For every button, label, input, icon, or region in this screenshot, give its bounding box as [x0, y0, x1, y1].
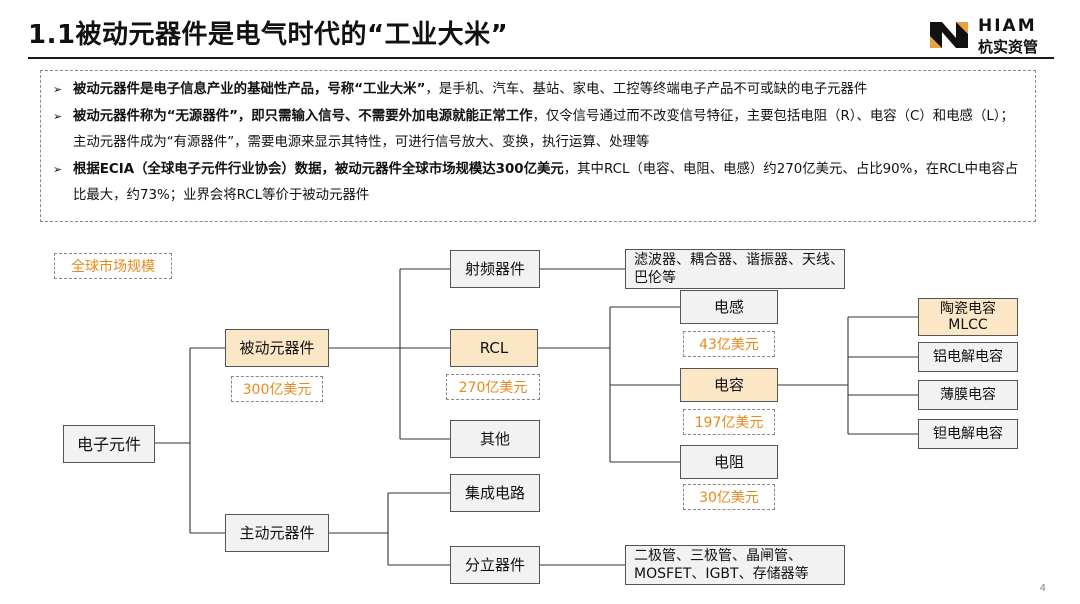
- bullet-1-text: ，是手机、汽车、基站、家电、工控等终端电子产品不可或缺的电子元器件: [425, 82, 868, 97]
- page-title: 1.1被动元器件是电气时代的“工业大米”: [28, 20, 509, 50]
- bullet-3-text: ，其中RCL（电容、电阻、电感）约270亿美元、占比90%，在RCL中电容占比最…: [73, 161, 1019, 204]
- bullet-2-bold: 被动元器件称为“无源器件”，即只需输入信号、不需要外加电源就能正常工作: [73, 108, 533, 124]
- value-capacitor: 197亿美元: [683, 409, 775, 435]
- bullet-1: ➢ 被动元器件是电子信息产业的基础性产品，号称“工业大米”，是手机、汽车、基站、家…: [51, 77, 1025, 104]
- node-rf-devices: 射频器件: [450, 250, 540, 288]
- value-passive: 300亿美元: [231, 376, 323, 402]
- company-logo: HIAM 杭实资管: [930, 16, 1060, 56]
- node-discrete-devices: 分立器件: [450, 546, 540, 584]
- page-number: 4: [1039, 583, 1046, 594]
- logo-text-en: HIAM: [978, 16, 1037, 36]
- node-mlcc: 陶瓷电容MLCC: [918, 298, 1018, 336]
- node-rcl: RCL: [450, 329, 538, 367]
- mlcc-label: 陶瓷电容MLCC: [940, 301, 996, 333]
- node-electronic-components: 电子元件: [63, 425, 155, 463]
- node-film-capacitor: 薄膜电容: [918, 380, 1018, 410]
- node-rf-items: 滤波器、耦合器、谐振器、天线、巴伦等: [625, 249, 845, 289]
- bullet-2: ➢ 被动元器件称为“无源器件”，即只需输入信号、不需要外加电源就能正常工作，仅令信…: [51, 104, 1025, 157]
- value-rcl: 270亿美元: [446, 374, 540, 400]
- node-aluminum-capacitor: 铝电解电容: [918, 342, 1018, 372]
- bullet-2-text: ，仅令信号通过而不改变信号特征，主要包括电阻（R）、电容（C）和电感（L）；主动…: [73, 108, 1014, 151]
- node-inductor: 电感: [680, 290, 778, 324]
- value-resistor: 30亿美元: [683, 484, 775, 510]
- logo-text-cn: 杭实资管: [978, 38, 1039, 56]
- node-resistor: 电阻: [680, 445, 778, 479]
- node-active-components: 主动元器件: [225, 514, 329, 552]
- title-divider: [28, 57, 1054, 59]
- node-discrete-items: 二极管、三极管、晶闸管、MOSFET、IGBT、存储器等: [625, 545, 845, 585]
- arrow-bullet-icon: ➢: [53, 162, 63, 176]
- arrow-bullet-icon: ➢: [53, 109, 63, 123]
- node-tantalum-capacitor: 钽电解电容: [918, 419, 1018, 449]
- arrow-bullet-icon: ➢: [53, 83, 63, 96]
- summary-box: ➢ 被动元器件是电子信息产业的基础性产品，号称“工业大米”，是手机、汽车、基站、家…: [40, 70, 1036, 222]
- bullet-1-bold: 被动元器件是电子信息产业的基础性产品，号称“工业大米”: [73, 82, 426, 97]
- node-other: 其他: [450, 420, 540, 458]
- legend-market-size: 全球市场规模: [54, 253, 172, 279]
- bullet-3-bold: 根据ECIA（全球电子元件行业协会）数据，被动元器件全球市场规模达300亿美元: [73, 161, 564, 177]
- hiam-logo-icon: [930, 22, 968, 48]
- value-inductor: 43亿美元: [683, 331, 775, 357]
- node-capacitor: 电容: [680, 368, 778, 402]
- node-integrated-circuits: 集成电路: [450, 474, 540, 512]
- node-passive-components: 被动元器件: [225, 329, 329, 367]
- bullet-3: ➢ 根据ECIA（全球电子元件行业协会）数据，被动元器件全球市场规模达300亿美元…: [51, 157, 1025, 210]
